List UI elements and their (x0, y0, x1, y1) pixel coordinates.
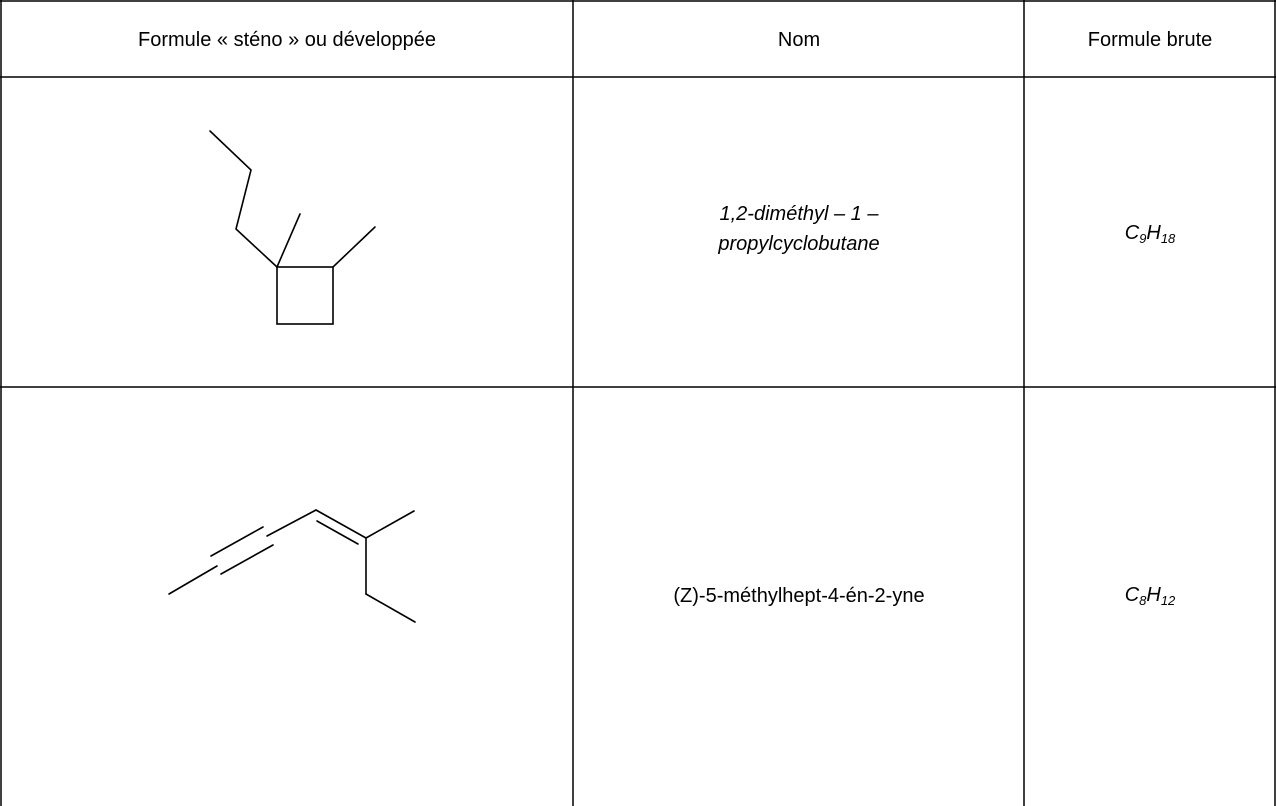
header-raw-formula: Formule brute (1088, 29, 1213, 51)
raw-formula: C8H12 (1125, 584, 1176, 608)
header-structure: Formule « sténo » ou développée (138, 29, 436, 51)
skeletal-formula-dimethylpropylcyclobutane-icon (209, 130, 376, 325)
compound-name: 1,2-diméthyl – 1 – (720, 203, 880, 225)
header-name: Nom (778, 29, 820, 51)
table-header-row: Formule « sténo » ou développée Nom Form… (138, 29, 1212, 51)
table-row: (Z)-5-méthylhept-4-én-2-yne C8H12 (168, 509, 1176, 623)
table-row: 1,2-diméthyl – 1 – propylcyclobutane C9H… (209, 130, 1176, 325)
raw-formula: C9H18 (1125, 222, 1176, 246)
compound-name: (Z)-5-méthylhept-4-én-2-yne (673, 585, 924, 607)
compound-name: propylcyclobutane (717, 233, 879, 255)
skeletal-formula-methylheptenyne-icon (168, 509, 416, 623)
